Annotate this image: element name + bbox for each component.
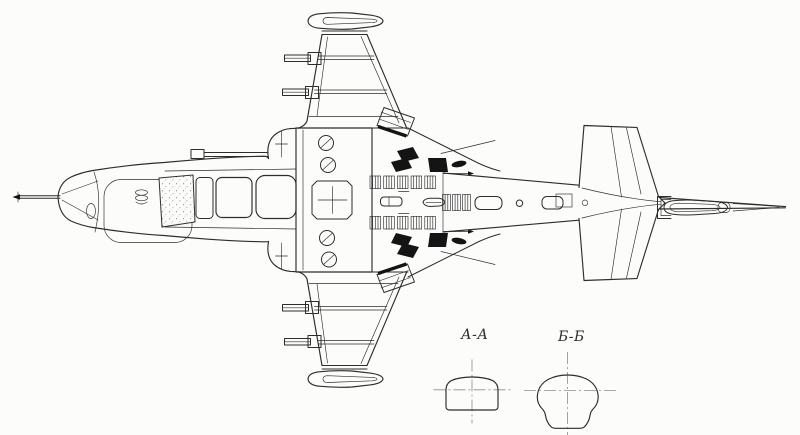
tail-boom [380,172,787,233]
canopy-front [215,176,253,219]
cross-section-a: А-А [433,327,511,424]
horizontal-stabilizer-right [578,124,666,204]
section-b-label: Б-Б [557,329,585,345]
vent-grilles-right [370,128,500,192]
tail-cone [732,207,780,212]
cannon-barrel [190,149,269,159]
nose-emblem [135,189,148,205]
fin-projection [581,187,662,203]
horizontal-stabilizer-left [578,202,666,282]
wing-left [266,239,417,389]
boom-access-hatch [380,193,589,211]
fin-projection [581,203,662,219]
exhaust-fairing [657,196,780,219]
landing-light [86,203,96,219]
center-access-hatch [311,180,353,220]
tail-cone [732,203,780,207]
windshield [158,174,196,228]
section-a-label: А-А [460,327,488,343]
canopy-rear [255,174,297,220]
fuel-filler-cap [318,135,337,268]
pitot-probe [12,191,61,203]
cross-section-b: Б-Б [524,329,618,435]
wing-right [266,11,417,161]
windshield-frame [195,177,214,219]
cockpit-canopy [158,168,297,230]
vent-grilles-left [370,214,500,278]
center-wing-box [295,127,373,273]
